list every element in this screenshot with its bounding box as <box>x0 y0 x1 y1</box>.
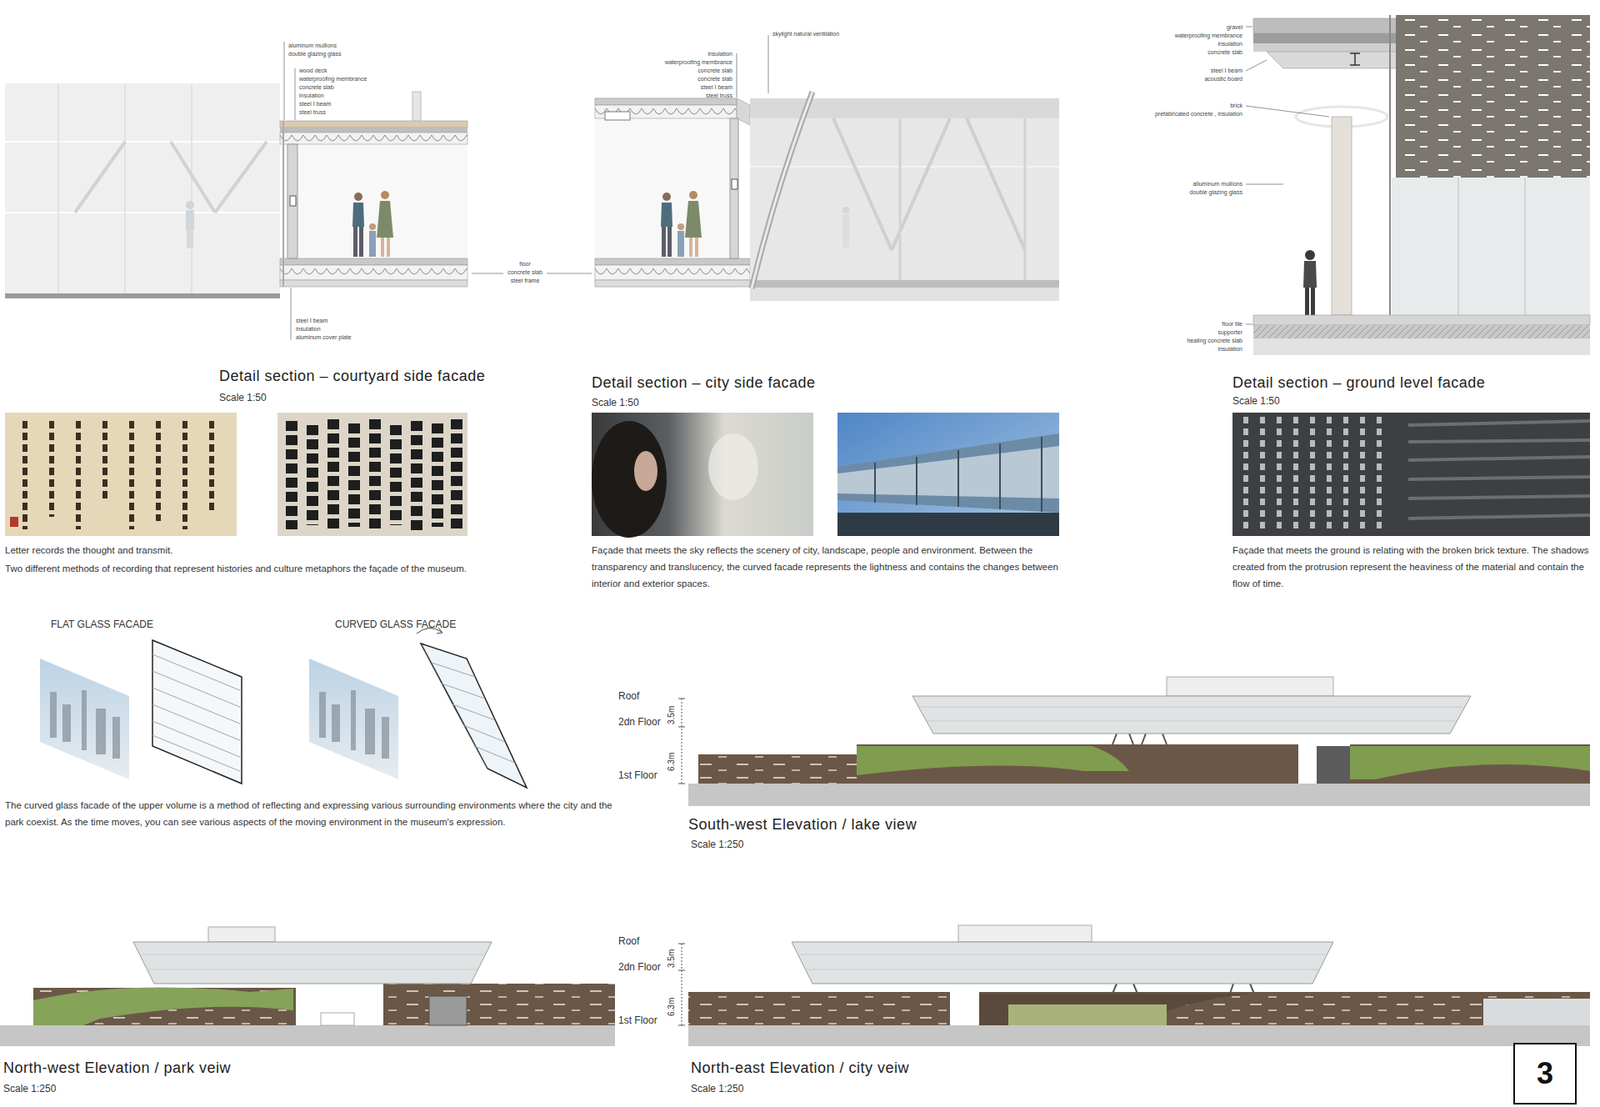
dimension-label: 3.5m <box>666 949 677 968</box>
callout-label: aluminum cover plate <box>295 333 352 341</box>
description-text: Façade that meets the ground is relating… <box>1232 541 1591 592</box>
callout-label: heating concrete slab <box>1186 336 1243 345</box>
callout-label: steel truss <box>705 91 733 100</box>
diagram-label: FLAT GLASS FACADE <box>50 618 154 631</box>
section-heading: Detail section – ground level facade <box>1232 373 1485 392</box>
callout-label: insulation <box>299 91 325 100</box>
section-heading: North-west Elevation / park veiw <box>3 1058 231 1077</box>
page-number-box: 3 <box>1513 1042 1577 1105</box>
callout-label: brick <box>1230 101 1243 110</box>
callout-label: steel Ⅰ beam <box>295 316 328 325</box>
callout-label: steel frame <box>483 276 567 285</box>
callout-label: floor <box>483 260 567 268</box>
floor-label: 1st Floor <box>618 1014 658 1027</box>
scale-label: Scale 1:250 <box>3 1082 56 1095</box>
diagram-label: CURVED GLASS FACADE <box>335 618 456 631</box>
description-text: Façade that meets the sky reflects the s… <box>591 541 1060 592</box>
callout-label: prefabricated concrete , insulation <box>1155 110 1243 118</box>
callout-label: gravel <box>1226 23 1243 31</box>
callout-label: steel Ⅰ beam <box>1210 66 1243 75</box>
scale-label: Scale 1:50 <box>1232 395 1280 408</box>
description-text: Letter records the thought and transmit. <box>5 541 580 559</box>
callout-label: insulation <box>707 50 733 58</box>
callout-label: acoustic board <box>1204 75 1243 83</box>
callout-label: alluminum mullions <box>1192 180 1243 188</box>
floor-label: 2dn Floor <box>618 715 661 729</box>
callout-label: concrete slab <box>1207 48 1243 56</box>
floor-label: 1st Floor <box>618 769 658 782</box>
description-text: Two different methods of recording that … <box>5 560 580 577</box>
callout-label: supporter <box>1217 328 1243 336</box>
callout-label: concrete slab <box>697 66 733 75</box>
scale-label: Scale 1:250 <box>690 838 744 851</box>
callout-label: wood deck <box>299 66 327 75</box>
scale-label: Scale 1:250 <box>690 1082 744 1095</box>
floor-label: 2dn Floor <box>618 960 661 974</box>
callout-label: concrete slab <box>483 268 567 276</box>
callout-label: concrete slab <box>299 83 335 91</box>
callout-label: aluminum mullions <box>288 41 337 50</box>
callout-label: skylight natural ventilation <box>772 30 840 38</box>
scale-label: Scale 1:50 <box>591 396 640 410</box>
callout-label: waterproofing membrance <box>1175 31 1243 40</box>
dimension-label: 3.5m <box>666 705 677 725</box>
section-heading: North-east Elevation / city veiw <box>690 1058 910 1077</box>
scale-label: Scale 1:50 <box>219 391 267 405</box>
callout-label: double glazing glass <box>1190 188 1243 196</box>
callout-label: waterproofing membrance <box>299 75 367 83</box>
callout-label: insulation <box>1217 345 1243 353</box>
callout-label: double glazing glass <box>288 50 341 58</box>
floor-label: Roof <box>618 935 640 948</box>
dimension-label: 6.3m <box>666 752 677 771</box>
section-heading: South-west Elevation / lake view <box>688 815 917 834</box>
callout-label: floor tile <box>1221 320 1243 328</box>
callout-label: insulation <box>295 325 321 333</box>
dimension-label: 6.3m <box>666 997 677 1016</box>
callout-label: steel truss <box>299 108 326 116</box>
page-number: 3 <box>1536 1056 1554 1090</box>
section-heading: Detail section – city side facade <box>591 373 816 392</box>
description-text: The curved glass facade of the upper vol… <box>5 796 618 830</box>
callout-label: concrete slab <box>697 75 733 83</box>
section-heading: Detail section – courtyard side facade <box>219 366 485 385</box>
callout-label: insulation <box>1217 40 1243 48</box>
callout-label: steel Ⅰ beam <box>700 83 733 91</box>
floor-label: Roof <box>618 690 640 703</box>
callout-label: waterproofing membrance <box>665 58 733 66</box>
callout-label: steel Ⅰ beam <box>299 100 331 108</box>
